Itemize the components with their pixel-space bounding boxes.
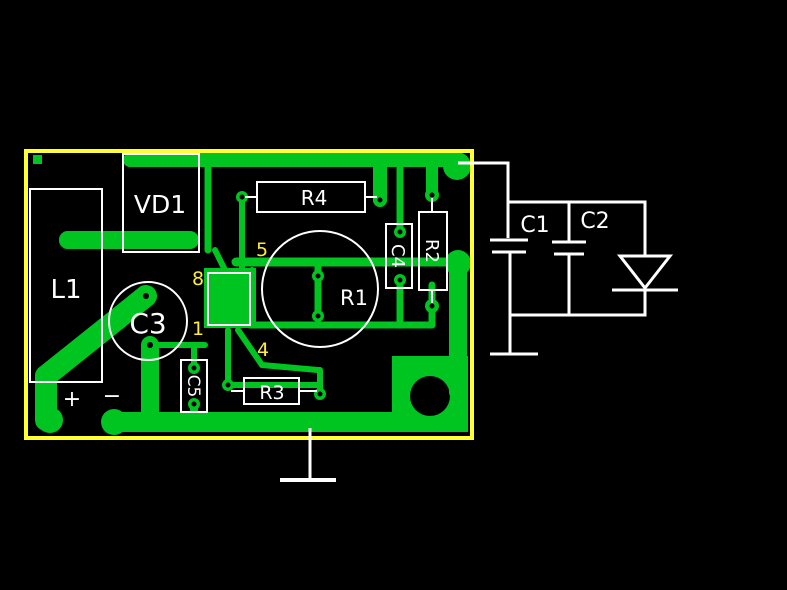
component-labels: VD1 L1 C3 R4 R1 C4 R2 C5 R3 C1 C2 + − [50,186,609,412]
silkscreen-layer [29,153,448,482]
label-r3: R3 [259,382,284,404]
l1-outline [29,188,103,383]
pad-l1-top [59,231,77,249]
mounting-hole [410,376,450,416]
ic-pads [204,268,256,328]
label-c5: C5 [183,375,203,398]
diode-triangle [616,254,674,291]
pad-minus [101,409,127,435]
pad-square-corner [33,155,42,164]
label-plus: + [63,387,81,412]
drill-holes [143,192,435,407]
pad-top-right [443,152,471,180]
trace-pin4-right [259,362,321,373]
label-minus: − [103,384,121,409]
pin-label-5: 5 [256,239,268,261]
pin-label-1: 1 [192,318,204,340]
pin-labels: 8 5 1 4 [192,239,269,361]
label-r4: R4 [301,186,328,210]
label-c3: C3 [129,307,166,340]
label-l1: L1 [50,275,81,305]
board-outline [24,149,474,440]
pin-label-8: 8 [192,268,204,290]
vd1-outline [122,153,200,253]
trace-pin4 [235,327,265,368]
label-vd1: VD1 [134,190,186,219]
c3-outline [108,281,188,361]
label-c1: C1 [520,213,549,238]
c4-outline [385,223,413,289]
ic-outline [207,272,251,326]
external-schematic [458,161,678,356]
pin-label-4: 4 [257,339,269,361]
c5-outline [180,359,208,413]
label-r2: R2 [421,239,442,263]
label-r1: R1 [340,286,368,310]
wire-bottom-bus [510,290,647,317]
r1-outline [261,230,379,348]
pad-l1-bottom [37,407,63,433]
label-c2: C2 [580,209,609,234]
trace-l1-diagonal [35,285,157,387]
label-c4: C4 [387,244,408,268]
